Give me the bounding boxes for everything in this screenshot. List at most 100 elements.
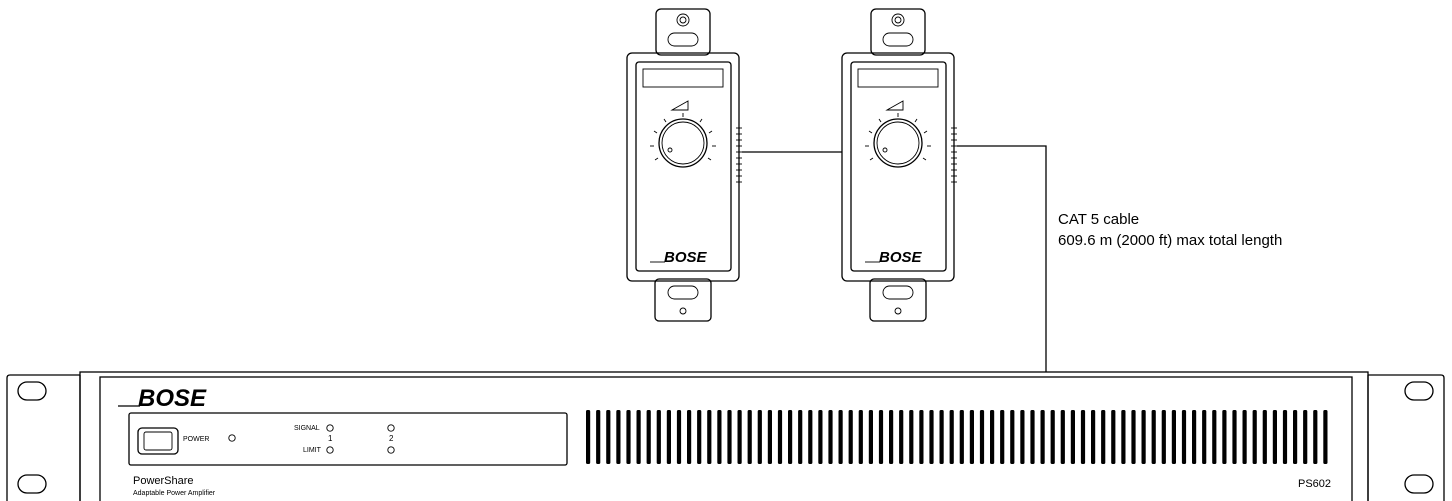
volume-ramp-icon: [670, 100, 689, 111]
power-button[interactable]: [137, 427, 179, 455]
vent-slot: [1111, 410, 1116, 464]
left-rack-ear: [6, 374, 81, 501]
wall-control-2: BOSE: [841, 8, 957, 322]
vent-slot: [979, 410, 985, 464]
vent-slot: [636, 410, 641, 464]
vent-slot: [1091, 410, 1096, 464]
vent-slot: [1121, 410, 1126, 464]
wall-control-1: BOSE: [626, 8, 742, 322]
side-vents: [951, 127, 957, 183]
vent-slot: [1222, 410, 1227, 464]
vent-slot: [1010, 410, 1015, 464]
amplifier-brand: BOSE: [138, 385, 207, 412]
vent-slot: [808, 410, 813, 464]
vent-slot: [616, 410, 621, 464]
amplifier: BOSE POWER SIGNAL 1 2 LIMIT PowerShare A…: [6, 371, 1445, 501]
vent-slot: [929, 410, 934, 464]
vent-slot: [1252, 410, 1257, 464]
vent-slot: [737, 410, 742, 464]
vent-slot: [858, 410, 863, 464]
vent-slot: [1171, 410, 1176, 464]
vent-slot: [1080, 410, 1086, 464]
vent-slot: [1151, 410, 1156, 464]
vent-slot: [586, 410, 591, 464]
vent-slot: [1181, 410, 1187, 464]
vent-slot: [1293, 410, 1298, 464]
power-led: [228, 434, 236, 442]
vent-slot: [1101, 410, 1106, 464]
vent-slot: [606, 410, 611, 464]
vent-slot: [1313, 410, 1318, 464]
vent-slot: [717, 410, 722, 464]
vent-slot: [1070, 410, 1075, 464]
vent-slot: [1050, 410, 1055, 464]
cable-length-label: 609.6 m (2000 ft) max total length: [1058, 232, 1282, 249]
vent-slot: [1303, 410, 1308, 464]
vent-slot: [1272, 410, 1277, 464]
model-number: PS602: [1298, 478, 1331, 490]
volume-ramp-icon: [885, 100, 904, 111]
vent-slot: [919, 410, 924, 464]
volume-knob-icon: [865, 113, 931, 168]
vent-slot: [1232, 410, 1237, 464]
right-rack-ear: [1367, 374, 1445, 501]
vent-slot: [767, 410, 772, 464]
vent-slot: [777, 410, 783, 464]
vent-slot: [959, 410, 964, 464]
cat5-cable: [742, 145, 1047, 372]
vent-slot: [1161, 410, 1166, 464]
vent-slot: [1212, 410, 1217, 464]
vent-slot: [1060, 410, 1065, 464]
product-subtitle: Adaptable Power Amplifier: [133, 490, 216, 497]
limit-led-2: [387, 446, 395, 454]
vent-grille: [586, 410, 1328, 464]
limit-label: LIMIT: [303, 447, 322, 454]
vent-slot: [646, 410, 651, 464]
vent-slot: [828, 410, 833, 464]
signal-label: SIGNAL: [294, 425, 320, 432]
vent-slot: [1323, 410, 1328, 464]
vent-slot: [707, 410, 712, 464]
vent-slot: [909, 410, 914, 464]
vent-slot: [596, 410, 601, 464]
vent-slot: [949, 410, 954, 464]
vent-slot: [666, 410, 671, 464]
vent-slot: [1282, 410, 1288, 464]
power-label: POWER: [183, 436, 209, 443]
limit-led-1: [326, 446, 334, 454]
product-name: PowerShare: [133, 475, 194, 487]
cable-type-label: CAT 5 cable: [1058, 211, 1139, 228]
wall-control-2-brand: BOSE: [879, 249, 923, 266]
channel-2-label: 2: [389, 434, 394, 443]
vent-slot: [1242, 410, 1247, 464]
vent-slot: [1030, 410, 1035, 464]
vent-slot: [990, 410, 995, 464]
vent-slot: [798, 410, 803, 464]
vent-slot: [1262, 410, 1267, 464]
wall-control-1-brand: BOSE: [664, 249, 708, 266]
vent-slot: [747, 410, 752, 464]
vent-slot: [889, 410, 894, 464]
vent-slot: [727, 410, 732, 464]
vent-slot: [1202, 410, 1207, 464]
vent-slot: [788, 410, 793, 464]
vent-slot: [1141, 410, 1146, 464]
vent-slot: [1040, 410, 1045, 464]
vent-slot: [1000, 410, 1005, 464]
vent-slot: [878, 410, 884, 464]
vent-slot: [818, 410, 823, 464]
channel-1-label: 1: [328, 434, 333, 443]
vent-slot: [939, 410, 944, 464]
vent-slot: [899, 410, 904, 464]
vent-slot: [626, 410, 631, 464]
vent-slot: [1020, 410, 1025, 464]
vent-slot: [757, 410, 762, 464]
vent-slot: [848, 410, 853, 464]
side-vents: [736, 127, 742, 183]
signal-led-1: [326, 424, 334, 432]
vent-slot: [1192, 410, 1197, 464]
vent-slot: [838, 410, 843, 464]
vent-slot: [676, 410, 682, 464]
volume-knob-icon: [650, 113, 716, 168]
